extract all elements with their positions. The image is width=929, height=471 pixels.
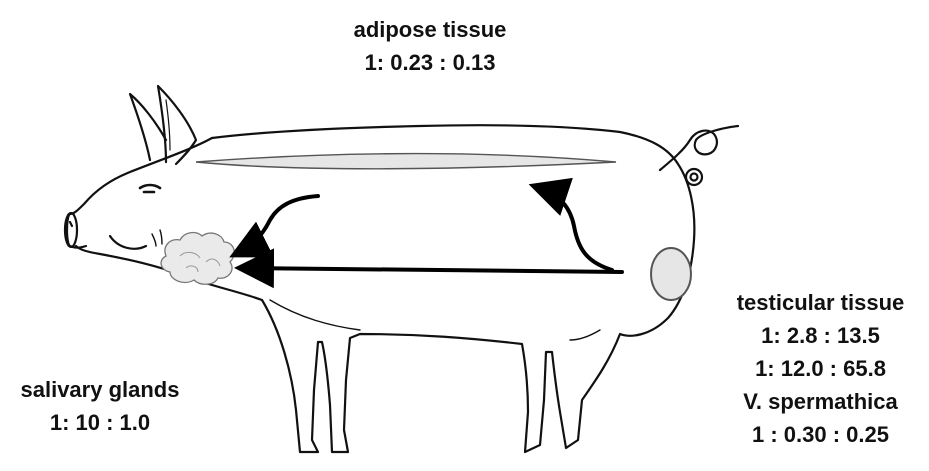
pig-nostril xyxy=(70,222,72,226)
arrow-adipose-to-salivary xyxy=(240,196,318,252)
pig-belly-line xyxy=(270,300,360,330)
pig-cheek-lines xyxy=(152,230,162,246)
adipose-tissue-ratio: 1: 0.23 : 0.13 xyxy=(300,46,560,79)
pig-head-outline xyxy=(67,138,212,248)
arrow-testicular-to-adipose xyxy=(540,188,612,270)
testicular-tissue-ratio-1: 1: 2.8 : 13.5 xyxy=(712,319,929,352)
pig-tail xyxy=(660,126,738,170)
pig-hind-leg-line xyxy=(570,330,600,340)
testicular-tissue xyxy=(651,248,691,300)
salivary-glands-label: salivary glands 1: 10 : 1.0 xyxy=(0,373,200,439)
testicular-tissue-ratio-2: 1: 12.0 : 65.8 xyxy=(712,352,929,385)
adipose-tissue-title: adipose tissue xyxy=(300,13,560,46)
salivary-glands-title: salivary glands xyxy=(0,373,200,406)
salivary-glands-ratio: 1: 10 : 1.0 xyxy=(0,406,200,439)
adipose-tissue-strip xyxy=(196,154,616,169)
pig-ear-right xyxy=(158,86,196,164)
pig-eye xyxy=(140,185,160,192)
pig-ear-inner xyxy=(166,100,170,150)
v-spermathica-ratio: 1 : 0.30 : 0.25 xyxy=(712,418,929,451)
salivary-gland xyxy=(161,233,234,285)
pig-mouth xyxy=(110,236,146,249)
pig-tail-curl-inner xyxy=(691,174,698,181)
testicular-tissue-label: testicular tissue 1: 2.8 : 13.5 1: 12.0 … xyxy=(712,286,929,451)
pig-tail-curl xyxy=(686,169,702,185)
arrow-testicular-to-salivary xyxy=(246,268,622,272)
testicular-tissue-title: testicular tissue xyxy=(712,286,929,319)
adipose-tissue-label: adipose tissue 1: 0.23 : 0.13 xyxy=(300,13,560,79)
v-spermathica-title: V. spermathica xyxy=(712,385,929,418)
